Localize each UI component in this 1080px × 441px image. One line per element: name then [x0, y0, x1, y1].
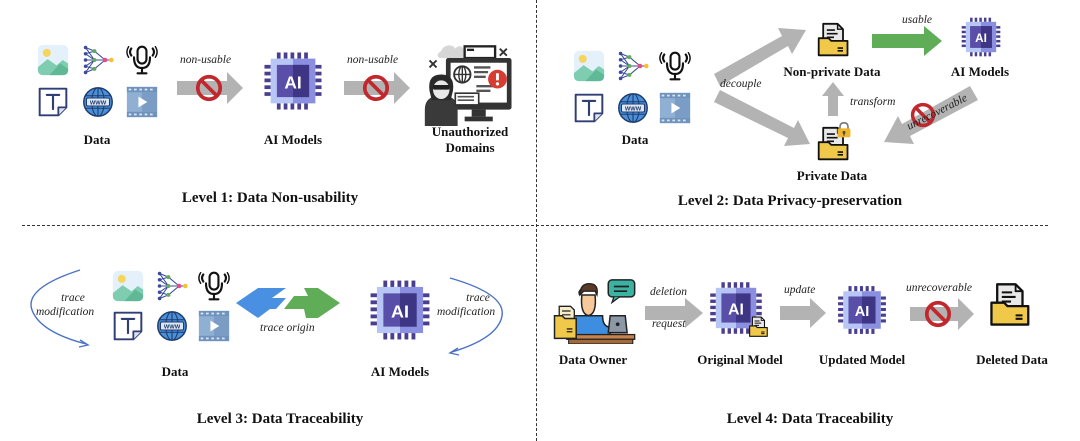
panel-title-level-3: Level 3: Data Traceability [196, 411, 364, 427]
arrow-to-nonprivate [714, 28, 806, 86]
edge-label-update: update [784, 284, 816, 296]
ai-chip-icon [836, 284, 888, 336]
edge-label-usable: usable [902, 14, 933, 26]
globe-www-icon [82, 86, 114, 118]
ai-chip-icon [262, 50, 324, 112]
edge-label-non-usable-1: non-usable [180, 54, 232, 66]
image-icon [37, 44, 69, 76]
text-document-icon [573, 92, 605, 124]
update-arrow [780, 298, 826, 328]
blocked-arrow [910, 298, 974, 330]
vertical-divider [536, 0, 537, 441]
edge-label-unrecoverable: unrecoverable [906, 282, 972, 294]
node-label-original-model: Original Model [697, 352, 783, 367]
edge-label-request: request [652, 318, 686, 330]
horizontal-divider [22, 225, 1048, 226]
edge-label-deletion: deletion [650, 286, 688, 298]
trace-modification-loop-left [30, 269, 90, 348]
blocked-arrow-1 [177, 72, 243, 104]
loop-label-modification-left: modification [36, 306, 95, 318]
trace-modification-loop-right [448, 277, 503, 356]
deleted-data-folder-icon [988, 282, 1034, 328]
globe-www-icon [156, 310, 188, 342]
microphone-icon [198, 270, 230, 302]
node-label-data: Data [83, 132, 111, 147]
edge-label-transform: transform [850, 96, 896, 108]
folder-document-icon [748, 316, 770, 338]
loop-label-trace-right: trace [466, 292, 490, 304]
node-label-non-private-data: Non-private Data [783, 64, 881, 79]
data-icon-grid [112, 270, 232, 350]
label-line-2: Domains [445, 140, 495, 155]
unrecoverable-arrow [884, 86, 978, 144]
ai-chip-icon [368, 278, 432, 342]
loop-label-modification-right: modification [437, 306, 496, 318]
panel-title-level-4: Level 4: Data Traceability [726, 411, 894, 427]
usable-arrow [872, 26, 942, 56]
node-label-data: Data [621, 132, 649, 147]
transform-arrow [822, 82, 844, 116]
video-icon [126, 86, 158, 118]
text-document-icon [112, 310, 144, 342]
decouple-arrows [714, 28, 810, 146]
node-label-data-owner: Data Owner [558, 352, 628, 367]
microphone-icon [126, 44, 158, 76]
loop-label-trace-left: trace [61, 292, 85, 304]
node-label-ai-models: AI Models [950, 64, 1010, 79]
video-icon [198, 310, 230, 342]
node-label-unauthorized-domains: Unauthorized Domains [420, 124, 520, 156]
deletion-request-arrow [645, 298, 703, 328]
hacker-monitor-icon [420, 44, 514, 126]
node-label-ai-models: AI Models [370, 364, 430, 379]
neural-network-icon [156, 270, 188, 302]
data-owner-icon [553, 278, 639, 344]
video-icon [659, 92, 691, 124]
edge-label-trace-origin: trace origin [260, 322, 315, 334]
node-label-private-data: Private Data [796, 168, 868, 183]
arrow-to-private [714, 90, 810, 146]
lock-icon [836, 122, 852, 138]
image-icon [573, 50, 605, 82]
text-document-icon [37, 86, 69, 118]
microphone-icon [659, 50, 691, 82]
trace-origin-arrows [236, 288, 340, 318]
data-icon-grid [573, 50, 693, 130]
blocked-arrow-2 [344, 72, 410, 104]
globe-www-icon [617, 92, 649, 124]
panel-title-level-2: Level 2: Data Privacy-preservation [677, 193, 903, 209]
panel-title-level-1: Level 1: Data Non-usability [181, 190, 359, 206]
folder-document-icon [816, 22, 852, 58]
arrow-blue-left [236, 288, 286, 318]
data-icon-grid [37, 44, 157, 124]
node-label-updated-model: Updated Model [818, 352, 906, 367]
node-label-ai-models: AI Models [263, 132, 323, 147]
node-label-data: Data [161, 364, 189, 379]
image-icon [112, 270, 144, 302]
edge-label-decouple: decouple [720, 78, 762, 90]
label-line-1: Unauthorized [431, 124, 509, 139]
node-label-deleted-data: Deleted Data [976, 352, 1048, 367]
edge-label-non-usable-2: non-usable [347, 54, 399, 66]
arrow-green-right [284, 288, 340, 318]
neural-network-icon [82, 44, 114, 76]
neural-network-icon [617, 50, 649, 82]
ai-chip-icon [960, 16, 1002, 58]
